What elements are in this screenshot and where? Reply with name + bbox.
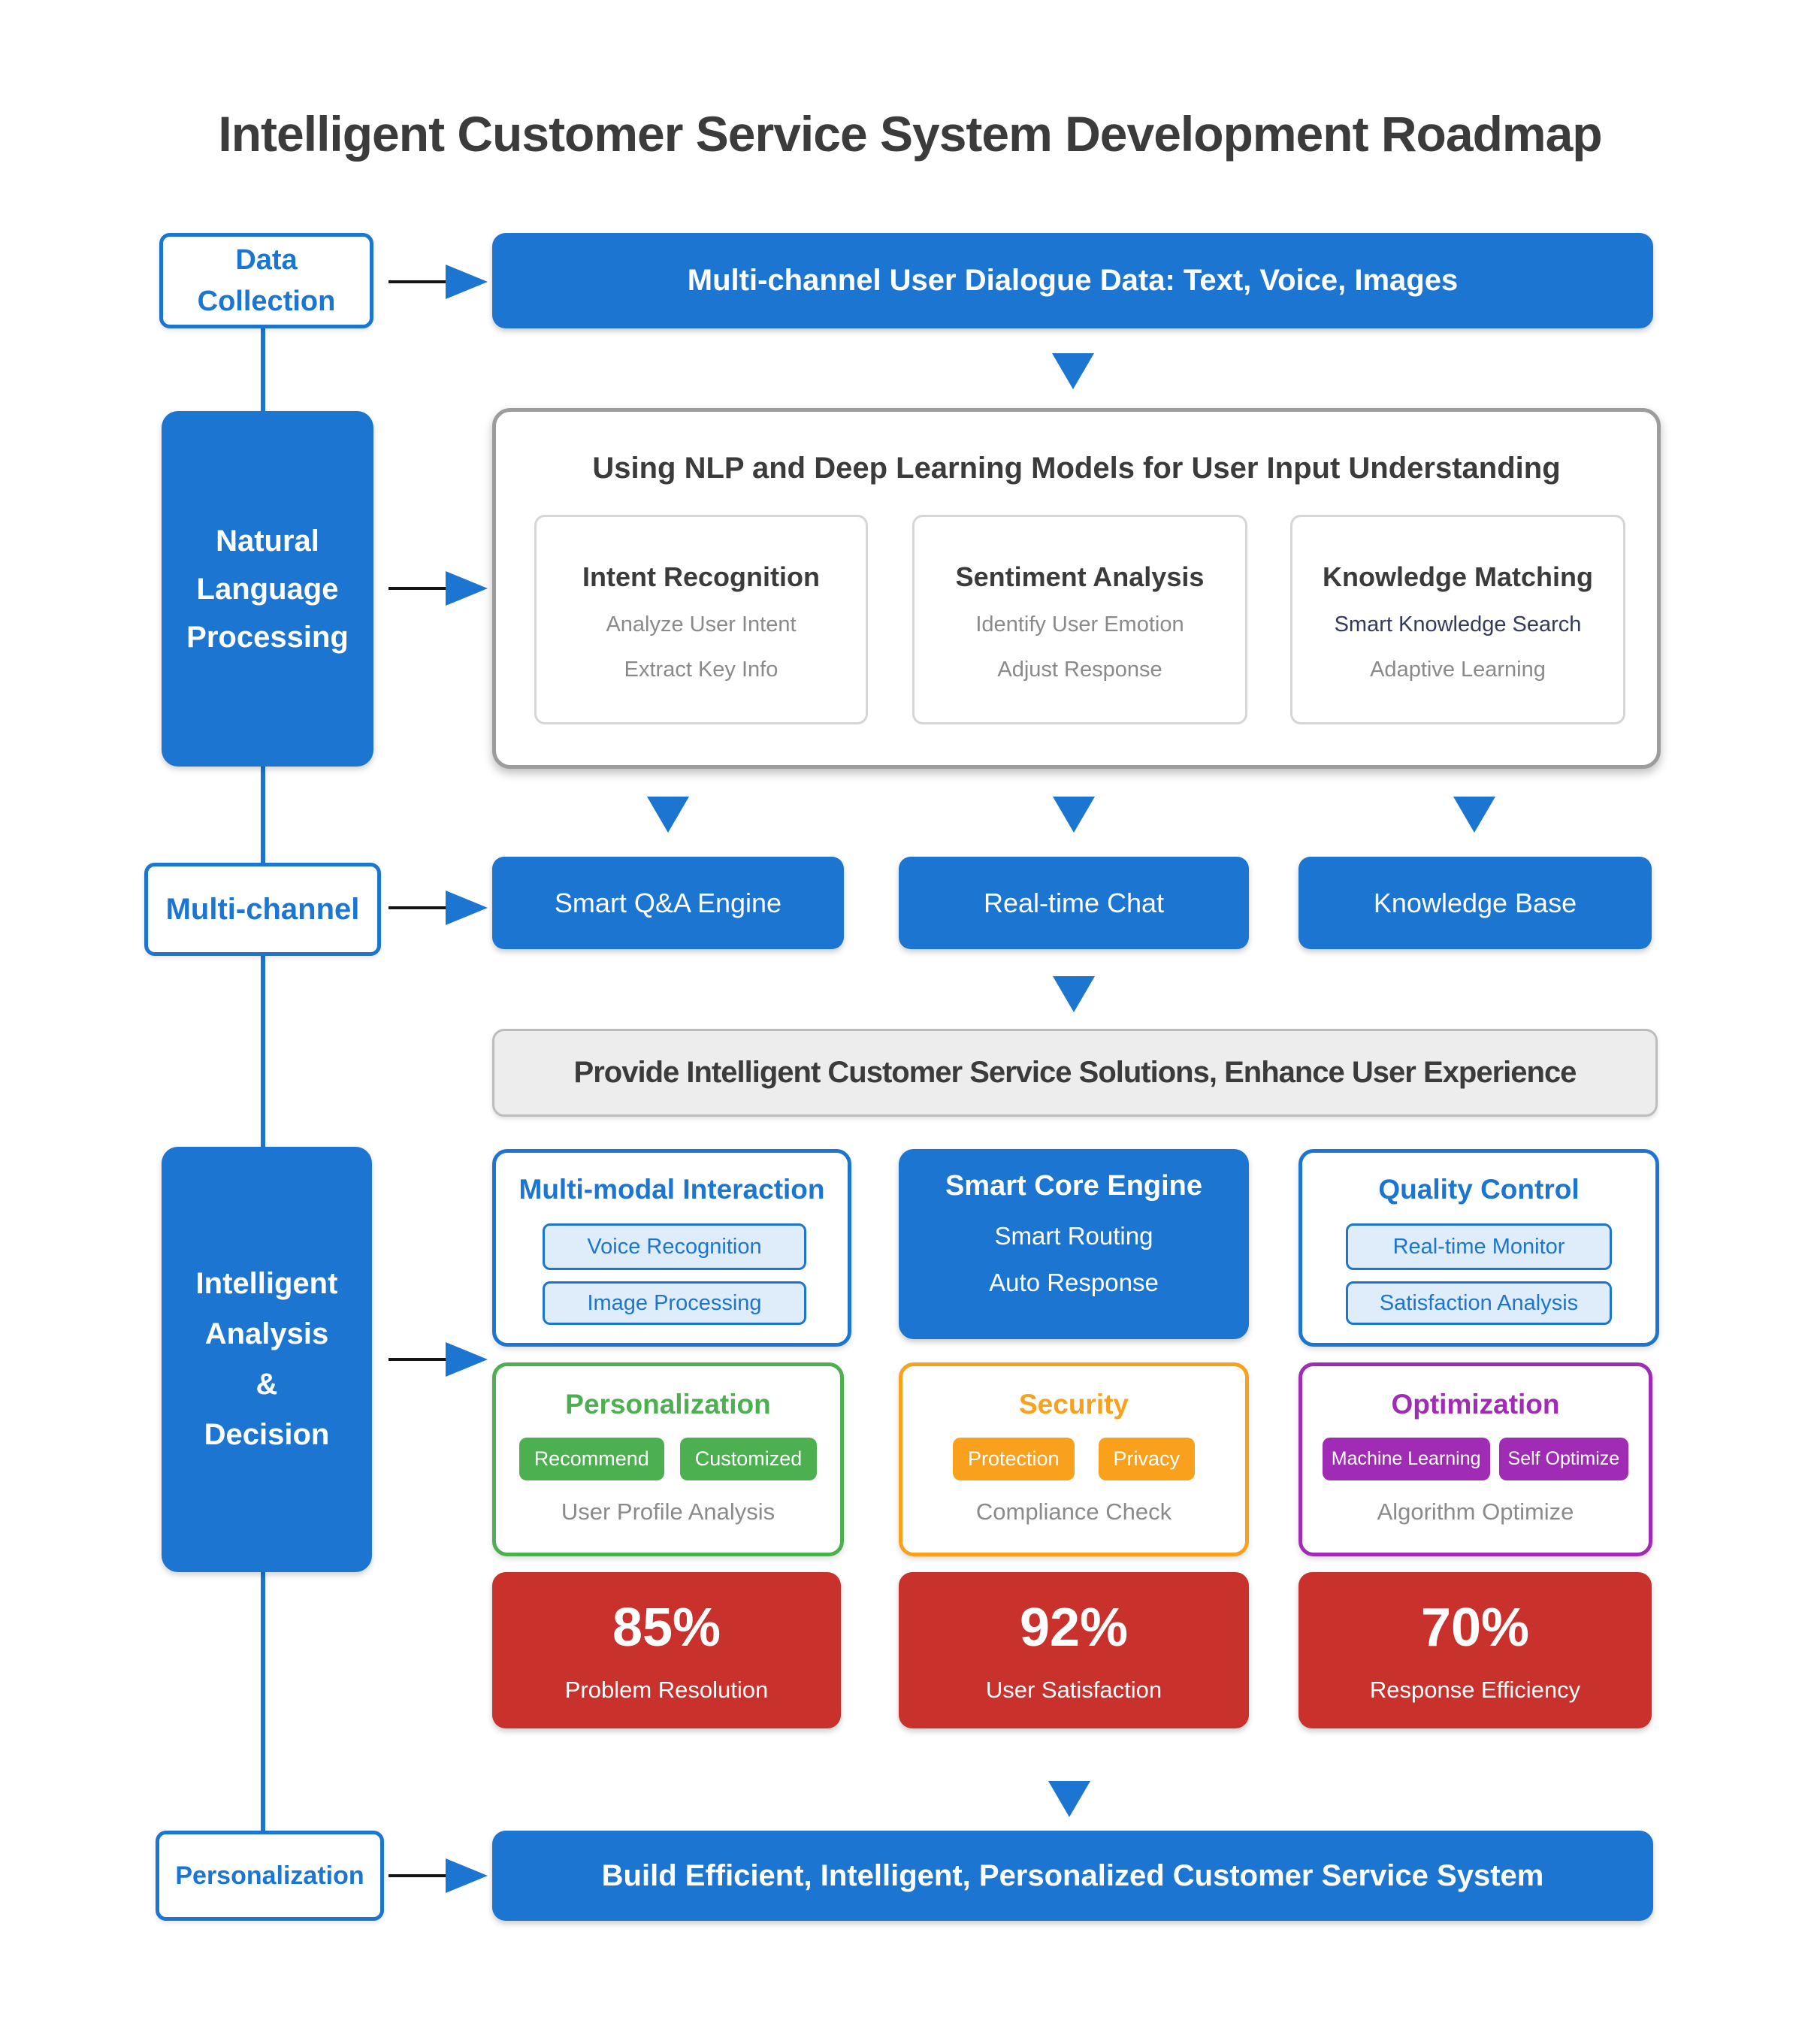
stat-label: Response Efficiency [1369, 1677, 1581, 1703]
stage-label-line: Intelligent [195, 1267, 338, 1300]
card-title: Personalization [565, 1389, 771, 1420]
stage-label-line: Decision [204, 1418, 330, 1451]
card-note: Compliance Check [975, 1498, 1172, 1525]
nlp-card-title: Sentiment Analysis [955, 561, 1205, 592]
nlp-card-title: Knowledge Matching [1323, 561, 1593, 592]
stage-label-line: Natural [216, 524, 319, 558]
stat-user-satisfaction: 92% User Satisfaction [899, 1572, 1249, 1728]
nlp-card-title: Intent Recognition [582, 561, 820, 592]
stage-label-line: Multi-channel [165, 892, 360, 926]
card-note: Algorithm Optimize [1377, 1498, 1574, 1525]
pill-row: Machine Learning Self Optimize [1302, 1438, 1649, 1480]
flow-node-label: Real-time Chat [983, 887, 1165, 918]
card-title: Quality Control [1378, 1174, 1580, 1205]
flow-node-knowledge-base: Knowledge Base [1298, 857, 1652, 949]
flow-node-label: Multi-channel User Dialogue Data: Text, … [687, 264, 1459, 297]
connector-line [388, 906, 446, 909]
stage-label-line: Personalization [175, 1861, 364, 1890]
nlp-card-line: Adaptive Learning [1370, 657, 1546, 682]
card-subbox-real-time-monitor: Real-time Monitor [1346, 1223, 1612, 1270]
stage-label-line: Processing [186, 620, 349, 654]
card-subbox-image-processing: Image Processing [543, 1281, 806, 1325]
connector-line [388, 280, 446, 283]
card-note: User Profile Analysis [561, 1498, 775, 1525]
card-multi-modal-interaction: Multi-modal Interaction Voice Recognitio… [492, 1149, 851, 1347]
nlp-card-line: Identify User Emotion [975, 612, 1184, 637]
card-security: Security Protection Privacy Compliance C… [899, 1362, 1249, 1556]
triangle-down-icon [1052, 353, 1094, 389]
nlp-card-sentiment-analysis: Sentiment Analysis Identify User Emotion… [912, 515, 1247, 724]
connector-line [388, 1358, 446, 1361]
flow-node-label: Provide Intelligent Customer Service Sol… [573, 1056, 1577, 1089]
nlp-card-line: Adjust Response [997, 657, 1162, 682]
triangle-down-icon [1453, 797, 1495, 833]
card-line: Smart Routing [994, 1222, 1153, 1250]
card-optimization: Optimization Machine Learning Self Optim… [1298, 1362, 1652, 1556]
card-line: Auto Response [989, 1269, 1159, 1296]
stage-personalization: Personalization [156, 1831, 384, 1921]
stat-label: User Satisfaction [985, 1677, 1162, 1703]
nlp-section-title: Using NLP and Deep Learning Models for U… [592, 451, 1561, 485]
stat-response-efficiency: 70% Response Efficiency [1298, 1572, 1652, 1728]
stat-problem-resolution: 85% Problem Resolution [492, 1572, 841, 1728]
arrow-right-icon [446, 1342, 488, 1377]
nlp-card-knowledge-matching: Knowledge Matching Smart Knowledge Searc… [1290, 515, 1625, 724]
stat-value: 92% [1019, 1598, 1129, 1658]
stage-multi-channel: Multi-channel [144, 863, 381, 956]
nlp-card-line: Extract Key Info [624, 657, 778, 682]
card-quality-control: Quality Control Real-time Monitor Satisf… [1298, 1149, 1659, 1347]
nlp-section-container: Using NLP and Deep Learning Models for U… [492, 408, 1661, 769]
flow-node-smart-qa-engine: Smart Q&A Engine [492, 857, 844, 949]
triangle-down-icon [1053, 976, 1095, 1012]
pill-recommend: Recommend [518, 1438, 664, 1480]
pill-self-optimize: Self Optimize [1498, 1438, 1629, 1480]
flow-node-real-time-chat: Real-time Chat [899, 857, 1249, 949]
connector-line [388, 1874, 446, 1877]
pill-customized: Customized [679, 1438, 818, 1480]
card-title: Security [1018, 1389, 1129, 1420]
card-subbox-satisfaction-analysis: Satisfaction Analysis [1346, 1281, 1612, 1325]
flow-node-dialogue-data: Multi-channel User Dialogue Data: Text, … [492, 233, 1653, 328]
card-subbox-voice-recognition: Voice Recognition [543, 1223, 806, 1270]
triangle-down-icon [1048, 1781, 1090, 1817]
flow-node-label: Knowledge Base [1373, 887, 1577, 918]
stage-label-line: & [255, 1368, 278, 1401]
arrow-right-icon [446, 571, 488, 606]
pill-protection: Protection [952, 1438, 1075, 1480]
left-column-connector-line [261, 323, 265, 1835]
flow-node-label: Build Efficient, Intelligent, Personaliz… [601, 1858, 1544, 1892]
stage-intelligent-analysis-decision: Intelligent Analysis & Decision [162, 1147, 372, 1572]
flow-node-label: Smart Q&A Engine [554, 887, 782, 918]
nlp-card-line: Smart Knowledge Search [1334, 612, 1582, 637]
card-smart-core-engine: Smart Core Engine Smart Routing Auto Res… [899, 1149, 1249, 1339]
pill-machine-learning: Machine Learning [1322, 1438, 1490, 1480]
nlp-card-line: Analyze User Intent [606, 612, 797, 637]
pill-row: Protection Privacy [902, 1438, 1245, 1480]
pill-row: Recommend Customized [496, 1438, 840, 1480]
card-title: Multi-modal Interaction [518, 1174, 825, 1205]
stage-label-line: Collection [197, 285, 336, 317]
page-title: Intelligent Customer Service System Deve… [218, 106, 1602, 162]
nlp-card-intent-recognition: Intent Recognition Analyze User Intent E… [534, 515, 868, 724]
pill-privacy: Privacy [1098, 1438, 1196, 1480]
triangle-down-icon [1053, 797, 1095, 833]
card-title: Optimization [1391, 1389, 1560, 1420]
triangle-down-icon [647, 797, 689, 833]
arrow-right-icon [446, 1858, 488, 1893]
card-title: Smart Core Engine [945, 1169, 1203, 1202]
card-personalization: Personalization Recommend Customized Use… [492, 1362, 844, 1556]
stage-label-line: Data [235, 243, 298, 276]
flow-node-final-goal: Build Efficient, Intelligent, Personaliz… [492, 1831, 1653, 1921]
arrow-right-icon [446, 891, 488, 925]
stage-natural-language-processing: Natural Language Processing [162, 411, 373, 767]
stage-label-line: Analysis [204, 1317, 329, 1350]
stat-value: 85% [612, 1598, 721, 1658]
stat-label: Problem Resolution [564, 1677, 769, 1703]
flow-node-solution-statement: Provide Intelligent Customer Service Sol… [492, 1029, 1658, 1117]
stage-label-line: Language [196, 572, 339, 606]
connector-line [388, 587, 446, 590]
stage-data-collection: Data Collection [159, 233, 373, 328]
stat-value: 70% [1420, 1598, 1530, 1658]
arrow-right-icon [446, 265, 488, 299]
